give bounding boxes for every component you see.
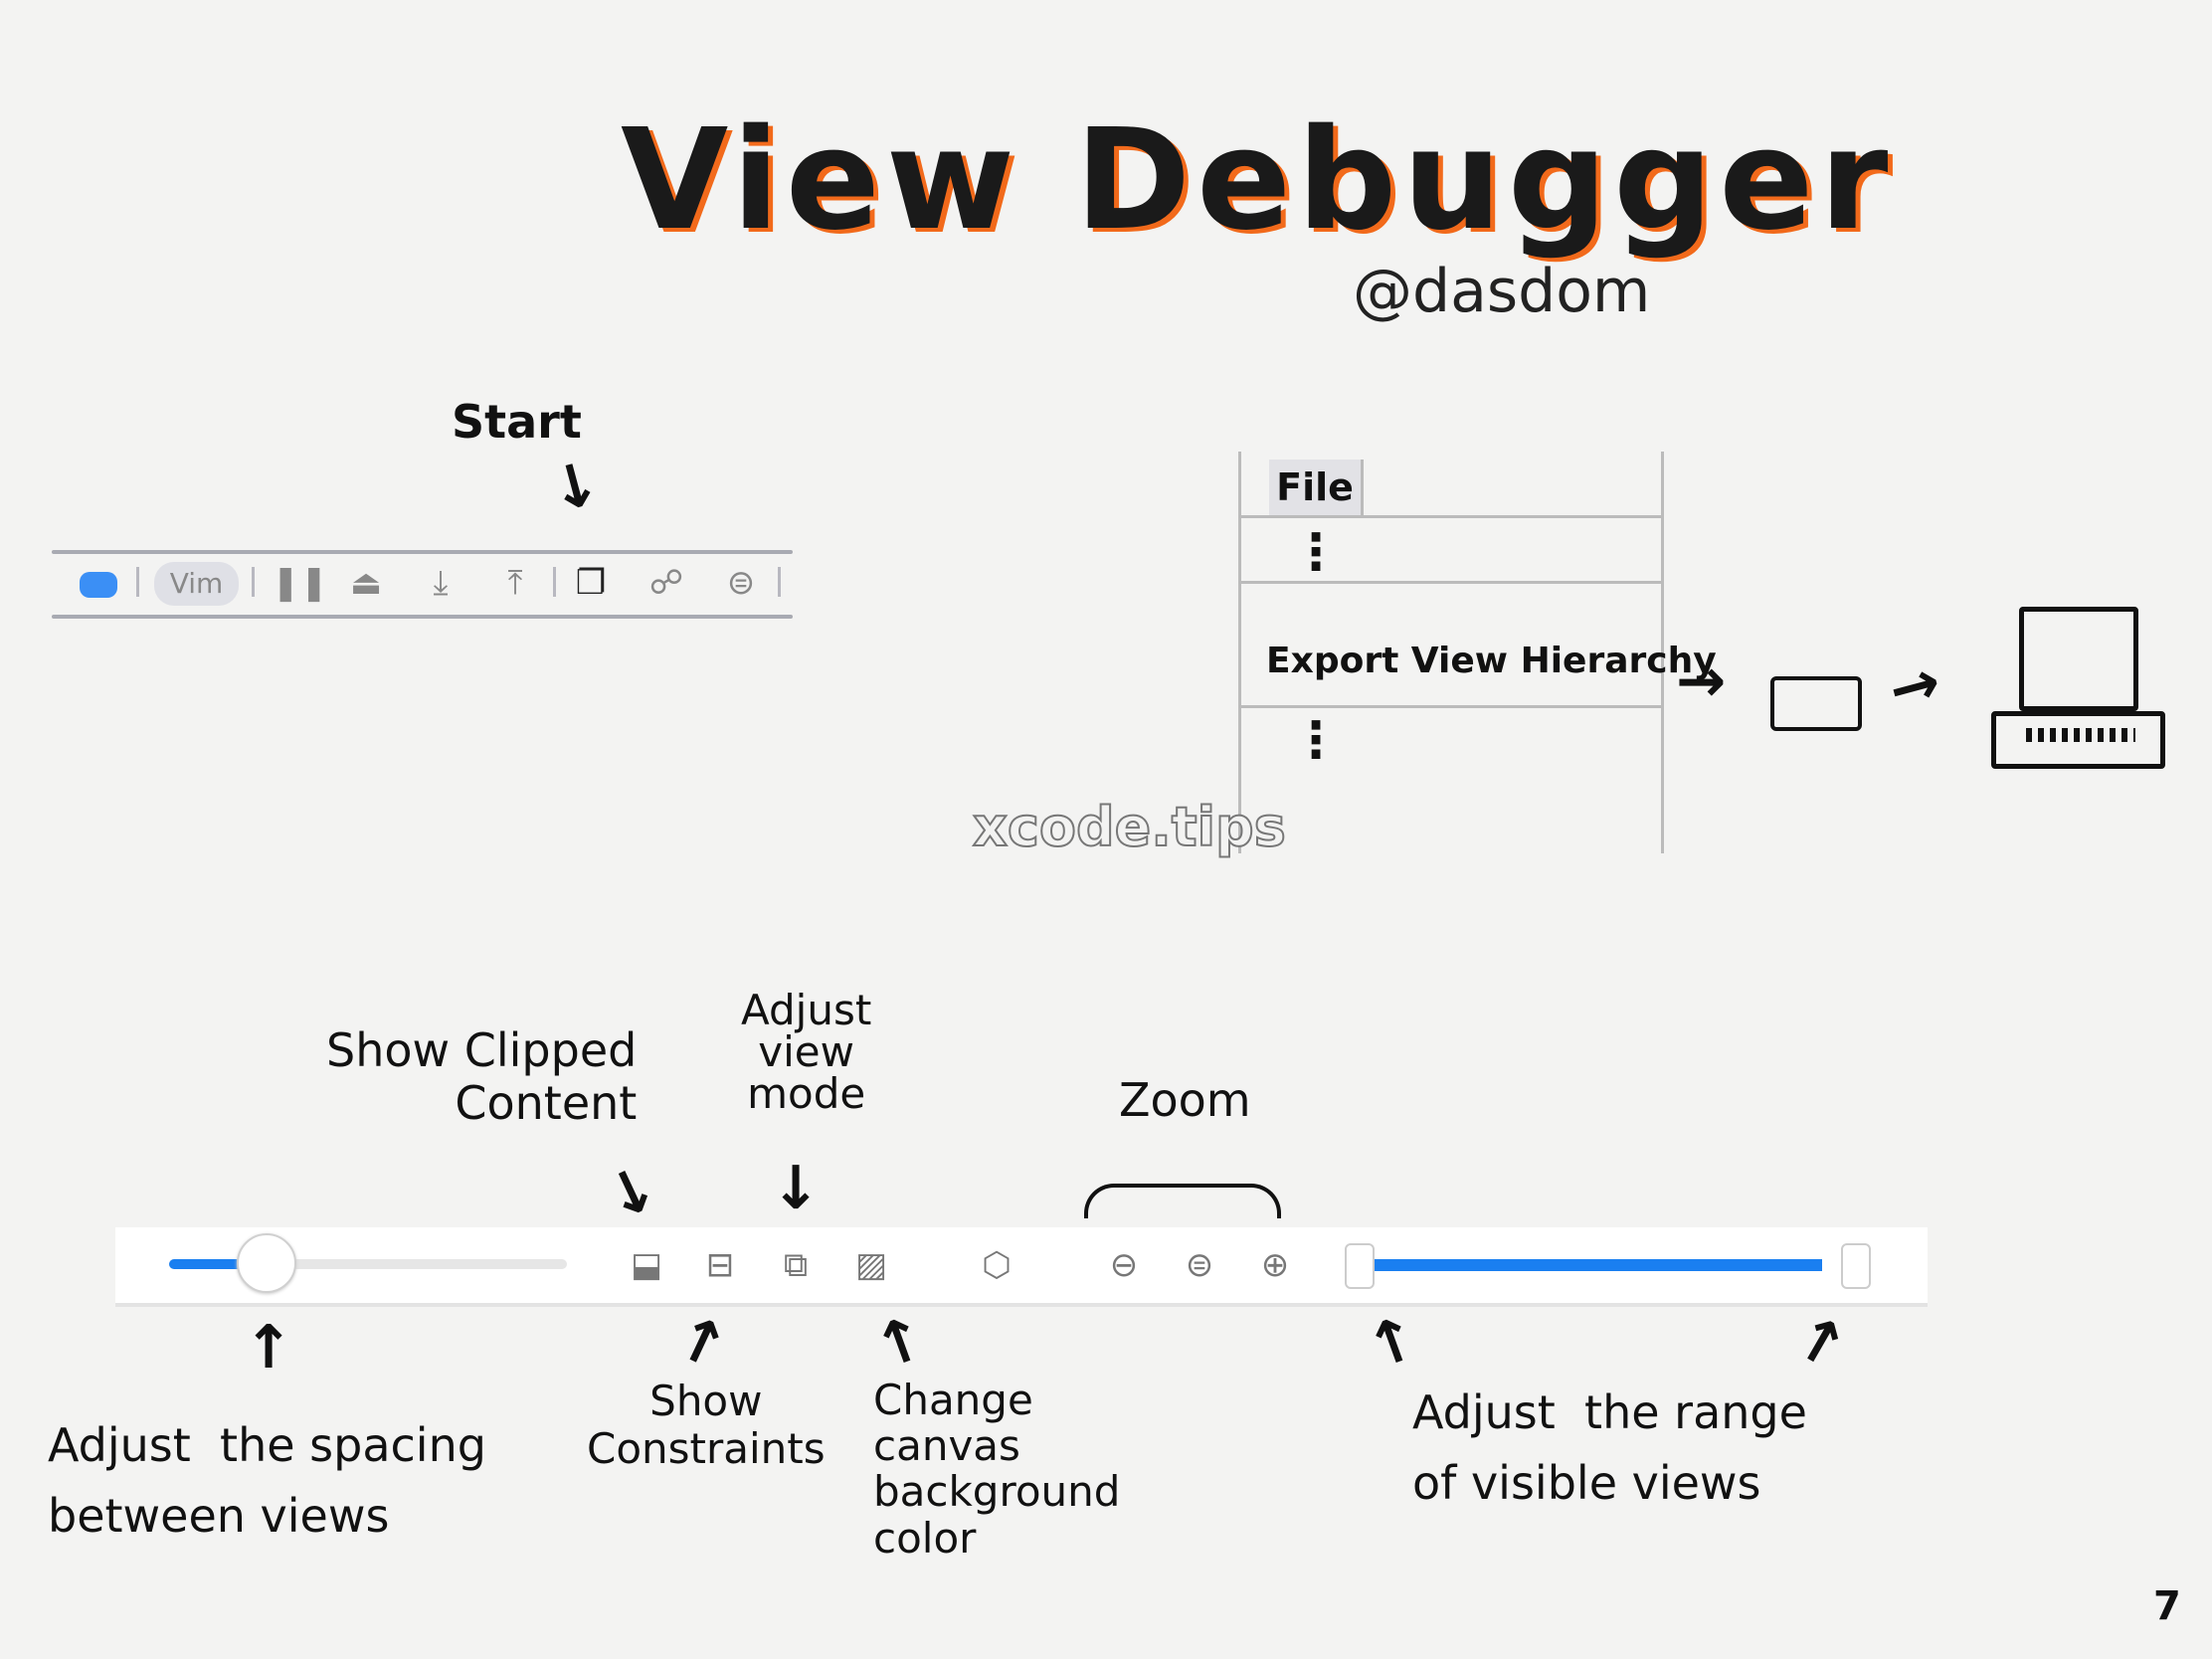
divider [136, 567, 139, 597]
spacing-slider[interactable] [169, 1233, 567, 1293]
file-menu: File ⋮ Export View Hierarchy ⋮ [1238, 452, 1717, 853]
watermark: xcode.tips [972, 795, 1287, 859]
pause-icon[interactable]: ❚❚ [272, 563, 328, 603]
zoom-brace [1084, 1184, 1281, 1218]
file-menu-tab[interactable]: File [1269, 460, 1364, 515]
arrow-icon: ↓ [541, 447, 609, 528]
page-number: 7 [2153, 1583, 2181, 1629]
author-handle: @dasdom [1353, 257, 1651, 326]
show-constraints-button[interactable]: ⊟ [705, 1245, 735, 1285]
annotation-zoom: Zoom [1119, 1073, 1251, 1127]
menu-item-export-view-hierarchy[interactable]: Export View Hierarchy [1266, 641, 1717, 681]
adjust-view-mode-button[interactable]: ⧉ [783, 1245, 809, 1285]
annotation-adjust-view-mode: Adjust view mode [741, 986, 872, 1118]
zoom-in-button[interactable]: ⊕ [1260, 1245, 1290, 1285]
annotation-spacing: Adjust the spacing between views [48, 1418, 486, 1544]
step-over-icon[interactable]: ⏏ [349, 563, 383, 603]
slide-title: View Debugger [621, 99, 1895, 262]
arrow-icon: ↑ [663, 1300, 739, 1385]
annotation-show-constraints: Show Constraints [587, 1377, 826, 1474]
range-slider-low-handle[interactable] [1345, 1243, 1375, 1289]
arrow-icon: ↑ [244, 1313, 294, 1382]
folder-icon [1770, 676, 1862, 731]
annotation-range: Adjust the range of visible views [1412, 1385, 1807, 1511]
toolbar-top-border [52, 550, 793, 554]
arrow-icon: ↓ [771, 1154, 822, 1223]
range-slider[interactable] [1345, 1259, 1822, 1271]
ellipsis: ⋮ [1291, 523, 1341, 581]
start-label: Start [452, 395, 582, 449]
ellipsis: ⋮ [1291, 711, 1341, 769]
orientation-3d-button[interactable]: ⬡ [982, 1245, 1012, 1285]
spacing-slider-fill [169, 1259, 259, 1269]
range-slider-high-handle[interactable] [1841, 1243, 1871, 1289]
divider [553, 567, 556, 597]
show-clipped-content-button[interactable]: ⬓ [630, 1245, 663, 1285]
arrow-icon: → [1676, 646, 1727, 716]
divider [252, 567, 255, 597]
zoom-out-button[interactable]: ⊖ [1109, 1245, 1139, 1285]
status-pill-icon[interactable] [80, 572, 117, 598]
debug-bar: ⬓ ⊟ ⧉ ▨ ⬡ ⊖ ⊜ ⊕ [115, 1227, 1928, 1307]
zoom-actual-size-button[interactable]: ⊜ [1185, 1245, 1214, 1285]
arrow-icon: ↑ [1357, 1301, 1428, 1384]
divider [1241, 581, 1661, 584]
canvas-background-button[interactable]: ▨ [854, 1245, 888, 1285]
arrow-icon: ↓ [594, 1151, 669, 1236]
memory-graph-icon[interactable]: ☍ [648, 563, 684, 603]
arrow-icon: ↑ [1780, 1300, 1860, 1385]
toolbar-bottom-border [52, 615, 793, 619]
spacing-slider-knob[interactable] [237, 1233, 296, 1293]
vim-mode-badge[interactable]: Vim [154, 562, 239, 606]
divider [1241, 515, 1661, 518]
step-out-icon[interactable]: ⤒ [507, 563, 523, 603]
annotation-canvas-background: Change canvas background color [873, 1376, 1121, 1563]
laptop-icon [1991, 607, 2165, 773]
step-into-icon[interactable]: ⤓ [433, 563, 449, 603]
arrow-icon: ↑ [864, 1301, 936, 1384]
environment-overrides-icon[interactable]: ⊜ [726, 563, 756, 603]
arrow-icon: → [1881, 645, 1948, 727]
divider [778, 567, 781, 597]
debug-view-hierarchy-icon[interactable]: ❐ [575, 563, 607, 603]
divider [1241, 705, 1661, 708]
annotation-show-clipped: Show Clipped Content [326, 1023, 638, 1130]
